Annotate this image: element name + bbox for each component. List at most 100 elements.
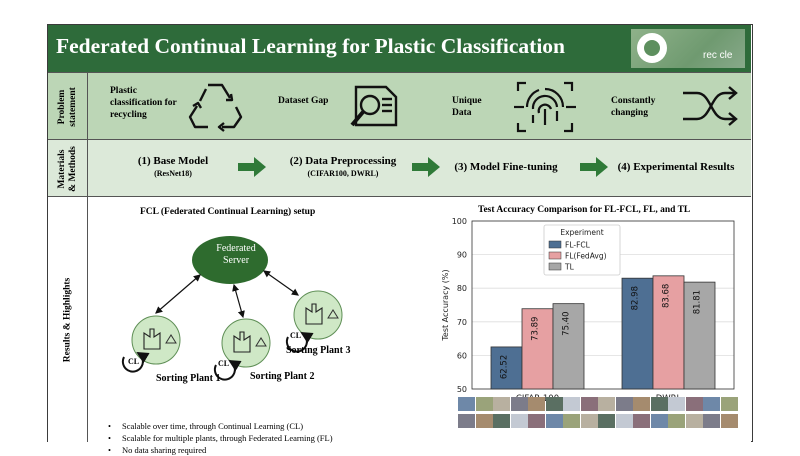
method-step-3-title: (3) Model Fine-tuning: [454, 161, 558, 173]
bar-value-label: 83.68: [662, 284, 672, 308]
legend-entry: FL-FCL: [565, 241, 591, 250]
legend-entry: FL(FedAvg): [565, 252, 607, 261]
factory-icon: [143, 303, 323, 353]
plant-3-label: Sorting Plant 3: [286, 345, 351, 356]
sample-thumbnail: [563, 414, 580, 428]
server-plant1-link: [155, 274, 201, 314]
fcl-title: FCL (Federated Continual Learning) setup: [140, 207, 316, 217]
sample-thumbnail: [650, 414, 668, 428]
bar-value-label: 81.81: [693, 290, 703, 314]
problem-2-text: Dataset Gap: [278, 96, 329, 106]
problem-label: Problem statement: [48, 73, 88, 140]
results-band: Results & Highlights FCL (Federated Cont…: [48, 196, 751, 442]
sample-thumbnail: [475, 397, 493, 411]
recycle-logo: rec cle: [631, 29, 745, 68]
methods-band: Materials & Methods (1) Base Model (ResN…: [48, 139, 751, 197]
legend-swatch: [548, 262, 562, 271]
legend-swatch: [548, 240, 562, 249]
plant-3-node: [293, 290, 343, 340]
sample-thumbnail: [493, 414, 510, 428]
sample-thumbnail: [545, 397, 563, 411]
bar-value-label: 62.52: [500, 355, 510, 379]
highlight-item: No data sharing required: [108, 444, 333, 456]
server-plant2-link: [232, 283, 245, 319]
bar-value-label: 82.98: [631, 286, 641, 310]
sample-thumbnail: [668, 397, 685, 411]
arrow-right-icon: [580, 157, 608, 177]
sample-thumbnail: [633, 397, 650, 411]
highlight-item: Scalable over time, through Continual Le…: [108, 420, 333, 432]
sample-thumbnail: [703, 397, 720, 411]
sample-thumbnail: [615, 414, 633, 428]
method-step-3: (3) Model Fine-tuning: [446, 161, 566, 173]
sample-thumbnail: [650, 397, 668, 411]
sample-thumbnail: [685, 397, 703, 411]
sample-thumbnail: [703, 414, 720, 428]
sample-thumbnail: [510, 414, 528, 428]
bar-fl-fcl: [490, 346, 523, 390]
header-banner: Federated Continual Learning for Plastic…: [48, 25, 751, 72]
cl-label: CL: [128, 357, 140, 366]
sample-thumbnail: [510, 397, 528, 411]
cifar-sample-images: [458, 397, 598, 437]
highlights-list: Scalable over time, through Continual Le…: [108, 420, 333, 456]
fingerprint-icon: [514, 81, 576, 133]
sample-thumbnail: [598, 397, 615, 411]
bar-fl-fedavg-: [652, 275, 685, 390]
method-step-1-sub: (ResNet18): [154, 169, 192, 178]
recycle-small-icon: [165, 309, 339, 347]
logo-text: rec cle: [703, 50, 733, 61]
legend-entry: TL: [564, 263, 575, 272]
sample-thumbnail: [685, 414, 703, 428]
method-step-2: (2) Data Preprocessing (CIFAR100, DWRL): [273, 155, 413, 178]
legend-title: Experiment: [560, 228, 603, 237]
plant-2-node: [221, 318, 271, 368]
bar-value-label: 73.89: [531, 317, 541, 341]
sample-thumbnail: [528, 414, 545, 428]
sample-thumbnail: [493, 397, 510, 411]
document-search-icon: [350, 85, 398, 127]
dwrl-sample-images: [598, 397, 738, 437]
plant-1-node: [131, 315, 181, 365]
fcl-diagram: [121, 236, 343, 381]
logo-icon: [637, 33, 667, 63]
sample-thumbnail: [720, 414, 738, 428]
sample-thumbnail: [458, 397, 475, 411]
sample-thumbnail: [720, 397, 738, 411]
plant-2-label: Sorting Plant 2: [250, 371, 315, 382]
y-tick-label: 80: [457, 284, 467, 293]
y-axis-label: Test Accuracy (%): [441, 269, 450, 341]
cl-label: CL: [290, 331, 302, 340]
legend-box: [543, 224, 621, 276]
sample-thumbnail: [563, 397, 580, 411]
problem-3-text: Unique Data: [452, 96, 482, 118]
problem-band: Problem statement Plastic classification…: [48, 72, 751, 140]
method-step-2-sub: (CIFAR100, DWRL): [307, 169, 379, 178]
sample-thumbnail: [545, 414, 563, 428]
poster: Federated Continual Learning for Plastic…: [47, 24, 753, 456]
bar-fl-fcl: [621, 277, 654, 390]
shuffle-icon: [683, 86, 738, 126]
arrow-right-icon: [238, 157, 266, 177]
y-tick-label: 60: [457, 351, 467, 360]
highlight-item: Scalable for multiple plants, through Fe…: [108, 432, 333, 444]
y-tick-label: 90: [457, 251, 467, 260]
federated-server-node: [192, 236, 268, 284]
method-step-4: (4) Experimental Results: [611, 161, 741, 173]
methods-label: Materials & Methods: [48, 140, 88, 197]
sample-thumbnail: [598, 414, 615, 428]
page-title: Federated Continual Learning for Plastic…: [56, 34, 566, 58]
bar-tl: [683, 281, 716, 390]
server-plant3-link: [263, 270, 299, 296]
bar-fl-fedavg-: [521, 308, 554, 390]
sample-thumbnail: [528, 397, 545, 411]
sample-thumbnail: [580, 414, 598, 428]
plant-1-label: Sorting Plant 1: [156, 373, 221, 384]
sample-thumbnail: [668, 414, 685, 428]
method-step-2-title: (2) Data Preprocessing: [289, 155, 397, 167]
cl-cycle-icon: [121, 331, 314, 381]
sample-thumbnail: [615, 397, 633, 411]
sample-thumbnail: [580, 397, 598, 411]
